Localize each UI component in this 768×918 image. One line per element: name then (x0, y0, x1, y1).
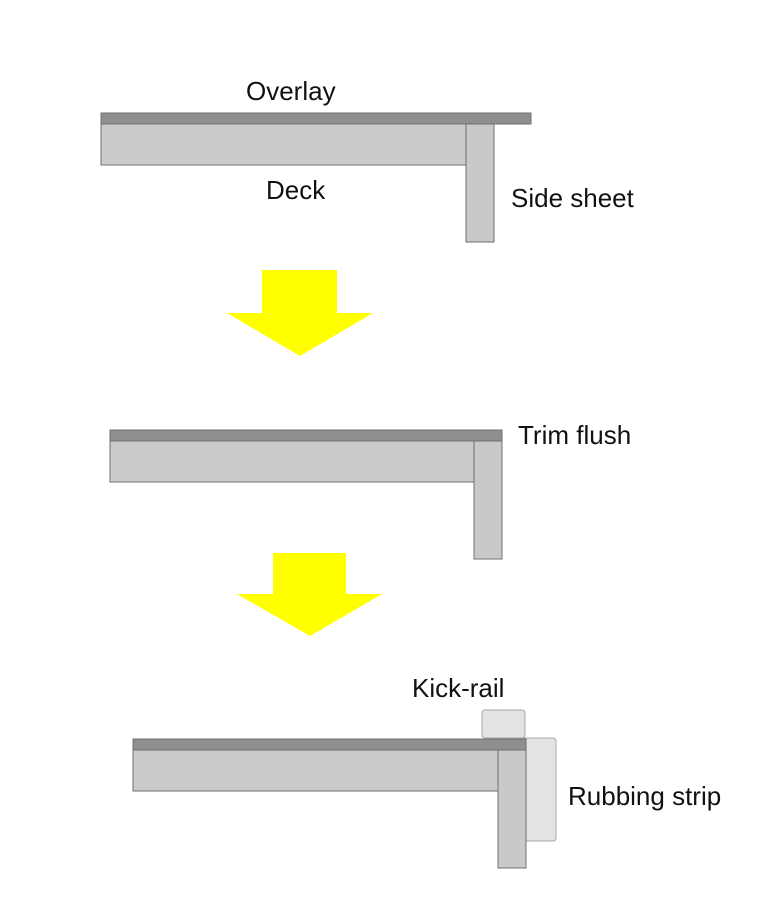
stage-1-overlay-label: Overlay (246, 76, 336, 106)
stage-2-side-sheet (473, 440, 503, 560)
stage-3-kick-rail-label: Kick-rail (412, 673, 504, 703)
stage-1-side-sheet-label: Side sheet (511, 183, 635, 213)
stage-3-overlay (132, 738, 527, 751)
stage-1-side-sheet (465, 123, 495, 243)
down-arrow-icon (237, 553, 382, 636)
stage-1-initial: Overlay Deck Side sheet (100, 76, 635, 243)
stage-2-deck (109, 440, 481, 483)
down-arrow-icon (227, 270, 373, 356)
stage-2-overlay (109, 429, 503, 442)
stage-2-trim-label: Trim flush (518, 420, 631, 450)
stage-3-deck (132, 749, 504, 792)
stage-1-deck (100, 123, 472, 166)
stage-1-deck-label: Deck (266, 175, 326, 205)
stage-3-kick-rail (481, 709, 526, 739)
stage-3-side-sheet (497, 749, 527, 869)
stage-1-overlay (100, 112, 532, 125)
stage-3-rubbing-strip-label: Rubbing strip (568, 781, 721, 811)
stage-2-trimmed: Trim flush (109, 420, 631, 560)
stage-3-finished: Kick-rail Rubbing strip (132, 673, 721, 869)
